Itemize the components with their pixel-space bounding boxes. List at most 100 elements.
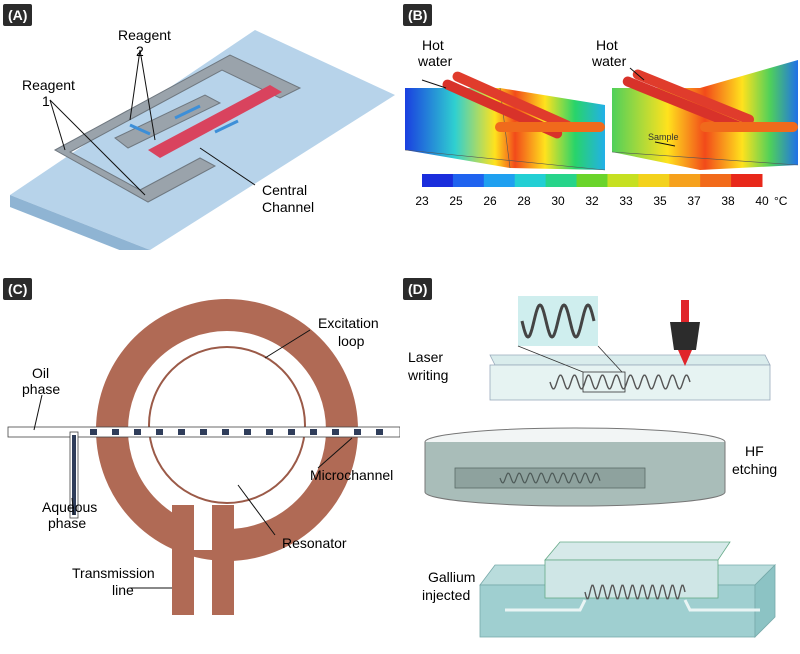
helix-zoom — [520, 303, 596, 339]
panel-c-badge: (C) — [3, 278, 33, 300]
droplet — [200, 429, 207, 435]
oil-label-line1: Oil — [32, 365, 49, 381]
droplet — [332, 429, 339, 435]
laser-label-line1: Laser — [408, 349, 443, 365]
central-label-line1: Central — [262, 182, 307, 198]
gallium-label-line1: Gallium — [428, 569, 475, 585]
colorbar-tick-label: 37 — [687, 194, 701, 208]
colorbar-tick-label: 40 — [755, 194, 769, 208]
leader-line — [317, 437, 353, 469]
aqueous-label-line1: Aqueous — [42, 499, 97, 515]
gallium-block-side — [754, 564, 776, 638]
hot-water-right-line1: Hot — [596, 37, 618, 53]
oil-label-line2: phase — [22, 381, 60, 397]
laser-label-line2: writing — [407, 367, 448, 383]
etched-helix — [499, 472, 601, 484]
colorbar-segment — [514, 174, 547, 187]
block-edge — [404, 149, 606, 171]
resonator-label: Resonator — [282, 535, 347, 551]
transmission-label-line1: Transmission — [72, 565, 155, 581]
chip-base-top — [10, 30, 395, 250]
hot-tube-left — [452, 71, 573, 131]
block-edge — [611, 151, 799, 166]
central-label-line2: Channel — [262, 199, 314, 215]
droplet — [134, 429, 141, 435]
colorbar-tick-label: 32 — [585, 194, 599, 208]
excitation-label-line2: loop — [338, 333, 365, 349]
leader-line — [71, 497, 75, 516]
laser-objective — [670, 322, 700, 350]
reagent2-label-line2: 2 — [136, 43, 144, 59]
zoom-leader — [597, 345, 623, 373]
droplet — [288, 429, 295, 435]
hot-water-left-line2: water — [417, 53, 453, 69]
colorbar-segment — [669, 174, 701, 187]
laser-beam — [681, 300, 689, 322]
leader-line — [199, 147, 256, 186]
resonator-ring — [148, 346, 306, 504]
colorbar-tick-label: 30 — [551, 194, 565, 208]
laser-written-helix — [549, 374, 691, 390]
leader-line — [654, 141, 676, 147]
reagent2-label-line1: Reagent — [118, 27, 171, 43]
top-plate — [544, 541, 731, 561]
flow-arrow — [129, 123, 151, 136]
panel-a-illustration: Reagent 1 Reagent 2 Central Channel — [10, 27, 395, 262]
colorbar-segment — [452, 174, 485, 187]
droplet — [90, 429, 97, 435]
sample-label: Sample — [648, 132, 679, 142]
hf-label-line1: HF — [745, 443, 764, 459]
droplet — [156, 429, 163, 435]
sample-tube-left — [495, 122, 605, 132]
leader-line — [49, 99, 66, 151]
reagent1-label-line1: Reagent — [22, 77, 75, 93]
zoom-leader — [517, 345, 584, 373]
leader-line — [237, 484, 276, 536]
panel-c-illustration: Excitation loop Oil phase Aqueous phase … — [7, 299, 401, 615]
transmission-line-left — [172, 505, 194, 615]
glass-block — [489, 364, 771, 401]
colorbar-segment — [545, 174, 578, 187]
panel-d: Laser writing HF etching Gallium injecte… — [400, 270, 800, 649]
leader-line — [129, 49, 141, 121]
zoom-box — [582, 371, 626, 393]
colorbar-segment — [483, 174, 516, 187]
sample-tube-right — [700, 122, 798, 132]
colorbar-tick-label: 35 — [653, 194, 667, 208]
colorbar-tick-label: 38 — [721, 194, 735, 208]
panel-c: Excitation loop Oil phase Aqueous phase … — [0, 270, 401, 649]
colorbar-tick-label: 26 — [483, 194, 497, 208]
hf-label-line2: etching — [732, 461, 777, 477]
hot-tube-right — [622, 76, 745, 132]
gallium-channel — [505, 599, 760, 612]
colorbar-unit: °C — [774, 194, 788, 208]
colorbar-tick-label: 28 — [517, 194, 531, 208]
leader-line — [49, 99, 146, 196]
droplet — [222, 429, 229, 435]
panel-a: Reagent 1 Reagent 2 Central Channel (A) — [0, 0, 400, 262]
leader-line — [264, 329, 311, 359]
hot-tube-right — [632, 69, 755, 125]
colorbar-segment — [576, 174, 608, 187]
droplet — [376, 429, 383, 435]
flow-arrow — [174, 104, 201, 120]
droplet — [244, 429, 251, 435]
colorbar-segment — [607, 174, 639, 187]
laser-focus — [678, 350, 692, 366]
panel-d-illustration: Laser writing HF etching Gallium injecte… — [407, 296, 777, 638]
central-channel-fluid — [148, 85, 282, 158]
gallium-helix — [584, 584, 686, 600]
droplet — [178, 429, 185, 435]
flow-arrow — [214, 119, 239, 134]
colorbar-tick-label: 23 — [415, 194, 429, 208]
colorbar-segment — [700, 174, 732, 187]
hot-water-right-line2: water — [591, 53, 627, 69]
reagent1-label-line2: 1 — [42, 93, 50, 109]
leader-line — [421, 79, 447, 89]
transmission-label-line2: line — [112, 582, 134, 598]
colorbar-tick-label: 25 — [449, 194, 463, 208]
top-plate-front — [544, 559, 719, 599]
